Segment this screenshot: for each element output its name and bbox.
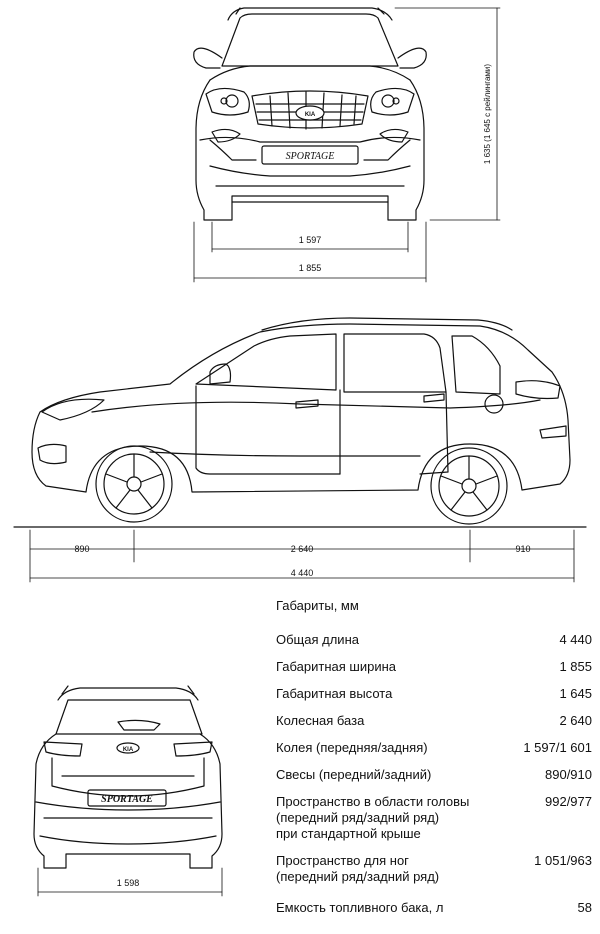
front-model-badge: SPORTAGE (286, 151, 335, 162)
height-label: 1 635 (1 645 с рейлингами) (483, 64, 492, 164)
spec-label: Общая длина (276, 632, 359, 647)
rear-overhang-label: 910 (515, 544, 530, 554)
spec-value: 992/977 (545, 794, 592, 809)
front-track-label: 1 597 (299, 235, 322, 245)
rear-dimension-lines (37, 867, 223, 897)
side-dimension-lines (13, 526, 587, 583)
spec-value: 1 855 (559, 659, 592, 674)
rear-brand-logo: KIA (123, 747, 134, 753)
spec-value: 58 (577, 900, 592, 915)
front-brand-logo: KIA (305, 112, 316, 118)
front-width-label: 1 855 (299, 263, 322, 273)
spec-value: 2 640 (559, 713, 592, 728)
spec-value: 4 440 (559, 632, 592, 647)
spec-row: Пространство для ног (передний ряд/задни… (276, 853, 592, 885)
spec-row: Колесная база 2 640 (276, 713, 592, 729)
spec-label: Габаритная высота (276, 686, 393, 701)
spec-label: Свесы (передний/задний) (276, 767, 432, 782)
spec-value: 1 645 (559, 686, 592, 701)
spec-row: Емкость топливного бака, л 58 (276, 900, 592, 916)
spec-value: 1 051/963 (534, 853, 592, 868)
spec-label: Колесная база (276, 713, 365, 728)
front-dimension-lines (193, 7, 501, 283)
length-label: 4 440 (291, 568, 314, 578)
spec-value: 1 597/1 601 (523, 740, 592, 755)
specs-title: Габариты, мм (276, 598, 359, 613)
spec-row: Свесы (передний/задний) 890/910 (276, 767, 592, 783)
spec-value: 890/910 (545, 767, 592, 782)
spec-row: Пространство в области головы (передний … (276, 794, 592, 842)
spec-row: Колея (передняя/задняя) 1 597/1 601 (276, 740, 592, 756)
spec-label: Пространство для ног (передний ряд/задни… (276, 853, 440, 884)
rear-view-drawing (33, 685, 223, 869)
spec-label: Габаритная ширина (276, 659, 397, 674)
side-view-drawing (31, 317, 571, 525)
front-view-drawing (193, 7, 427, 221)
spec-label: Колея (передняя/задняя) (276, 740, 428, 755)
rear-track-label: 1 598 (117, 878, 140, 888)
spec-label: Пространство в области головы (передний … (276, 794, 470, 841)
spec-label: Емкость топливного бака, л (276, 900, 444, 915)
spec-row: Общая длина 4 440 (276, 632, 592, 648)
rear-model-badge: SPORTAGE (101, 794, 153, 805)
spec-row: Габаритная высота 1 645 (276, 686, 592, 702)
front-overhang-label: 890 (74, 544, 89, 554)
spec-row: Габаритная ширина 1 855 (276, 659, 592, 675)
wheelbase-label: 2 640 (291, 544, 314, 554)
